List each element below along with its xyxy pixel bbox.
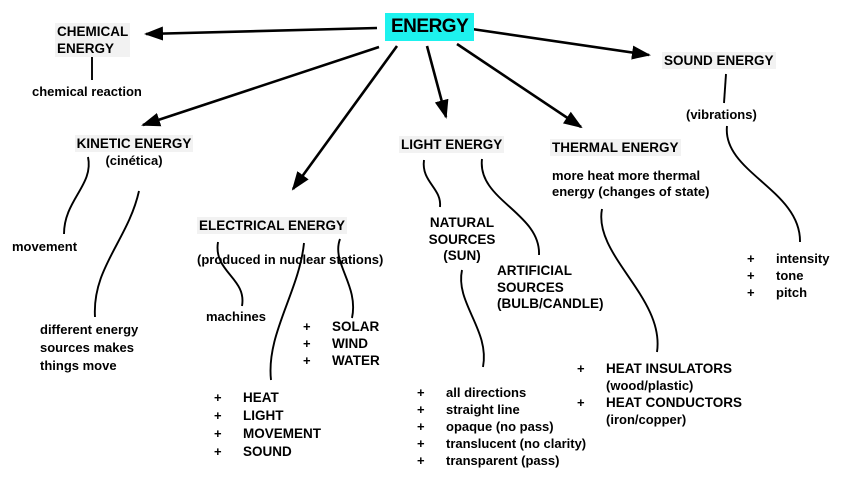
list-item-label: translucent (no clarity) (446, 436, 587, 451)
line-natural-to-properties (460, 269, 485, 368)
arrow-energy-to-kinetic (141, 45, 380, 127)
list-item: + HEAT CONDUCTORS (577, 395, 742, 412)
plus-bullet: + (747, 285, 755, 300)
plus-bullet: + (577, 361, 585, 376)
line-electrical-to-produces (269, 242, 305, 381)
list-item-label: straight line (446, 402, 520, 417)
list-item-label: HEAT INSULATORS (606, 361, 733, 376)
electrical-produces-list: + HEAT + LIGHT + MOVEMENT + SOUND (214, 390, 321, 462)
list-item: + straight line (417, 402, 586, 419)
list-item-label: WIND (332, 336, 368, 351)
line-thermal-to-items (600, 208, 659, 353)
list-item-label: WATER (332, 353, 380, 368)
plus-bullet: + (214, 444, 222, 459)
plus-bullet: + (214, 408, 222, 423)
list-item-label: SOLAR (332, 319, 380, 334)
arrow-energy-to-thermal (456, 42, 583, 129)
list-item-label: tone (776, 268, 804, 283)
list-item-label: (wood/plastic) (606, 378, 694, 393)
list-item: + transparent (pass) (417, 453, 586, 470)
kinetic-energy-node: KINETIC ENERGY (74, 135, 194, 152)
list-item-label: HEAT (243, 390, 279, 405)
thermal-note: more heat more thermal energy (changes o… (552, 168, 710, 199)
list-item: + LIGHT (214, 408, 321, 426)
list-item: (wood/plastic) (577, 378, 742, 395)
list-item: + HEAT (214, 390, 321, 408)
thermal-items-list: + HEAT INSULATORS (wood/plastic) + HEAT CO… (577, 361, 742, 429)
list-item: + SOLAR (303, 319, 380, 336)
arrow-energy-to-chemical (144, 26, 378, 41)
sound-energy-node: SOUND ENERGY (662, 52, 776, 69)
artificial-sources-node: ARTIFICIAL SOURCES (BULB/CANDLE) (497, 263, 604, 311)
list-item-label: intensity (776, 251, 830, 266)
light-properties-list: + all directions + straight line + opaque (… (417, 385, 586, 470)
energy-node: ENERGY (385, 13, 475, 41)
natural-sources-node: NATURAL SOURCES (SUN) (428, 215, 496, 263)
renewable-sources-list: + SOLAR + WIND + WATER (303, 319, 380, 370)
list-item-label: pitch (776, 285, 808, 300)
plus-bullet: + (303, 353, 311, 368)
arrow-energy-to-electrical (291, 45, 399, 191)
list-item: + intensity (747, 251, 829, 268)
plus-bullet: + (747, 251, 755, 266)
arrow-energy-to-sound (464, 26, 651, 60)
plus-bullet: + (417, 453, 425, 468)
list-item-label: LIGHT (243, 408, 284, 423)
chemical-reaction-label: chemical reaction (32, 84, 142, 99)
line-electrical-to-renewables (337, 238, 355, 319)
plus-bullet: + (577, 395, 585, 410)
list-item: + SOUND (214, 444, 321, 462)
light-energy-node: LIGHT ENERGY (399, 136, 505, 153)
plus-bullet: + (417, 436, 425, 451)
list-item: + WATER (303, 353, 380, 370)
plus-bullet: + (417, 419, 425, 434)
list-item: + MOVEMENT (214, 426, 321, 444)
kinetic-note: different energy sources makes things mo… (40, 322, 139, 373)
list-item: + translucent (no clarity) (417, 436, 586, 453)
list-item: + HEAT INSULATORS (577, 361, 742, 378)
line-electrical-to-machines (216, 241, 244, 307)
line-kinetic-to-note (94, 190, 140, 318)
electrical-energy-subtitle: (produced in nuclear stations) (197, 252, 384, 267)
line-vibrations-to-properties (726, 125, 801, 243)
plus-bullet: + (303, 319, 311, 334)
line-sound-to-vibrations (723, 73, 727, 104)
list-item: + WIND (303, 336, 380, 353)
list-item: + pitch (747, 285, 829, 302)
line-light-to-artificial (481, 158, 540, 256)
line-kinetic-to-movement (63, 156, 90, 235)
electrical-energy-node: ELECTRICAL ENERGY (197, 217, 348, 234)
list-item-label: transparent (pass) (446, 453, 560, 468)
list-item-label: all directions (446, 385, 527, 400)
line-light-to-natural (422, 159, 441, 208)
movement-label: movement (12, 239, 78, 254)
plus-bullet: + (417, 385, 425, 400)
machines-label: machines (206, 309, 266, 324)
thermal-energy-node: THERMAL ENERGY (550, 139, 681, 156)
plus-bullet: + (417, 402, 425, 417)
list-item-label: MOVEMENT (243, 426, 322, 441)
vibrations-label: (vibrations) (686, 107, 757, 122)
plus-bullet: + (214, 390, 222, 405)
plus-bullet: + (303, 336, 311, 351)
list-item: (iron/copper) (577, 412, 742, 429)
list-item: + tone (747, 268, 829, 285)
kinetic-energy-subtitle: (cinética) (105, 153, 163, 168)
chemical-energy-node: CHEMICAL ENERGY (55, 23, 131, 57)
sound-properties-list: + intensity + tone + pitch (747, 251, 829, 302)
arrow-energy-to-light (425, 45, 449, 119)
list-item-label: (iron/copper) (606, 412, 687, 427)
list-item-label: HEAT CONDUCTORS (606, 395, 743, 410)
plus-bullet: + (214, 426, 222, 441)
list-item: + opaque (no pass) (417, 419, 586, 436)
list-item-label: opaque (no pass) (446, 419, 554, 434)
plus-bullet: + (747, 268, 755, 283)
list-item-label: SOUND (243, 444, 292, 459)
list-item: + all directions (417, 385, 586, 402)
